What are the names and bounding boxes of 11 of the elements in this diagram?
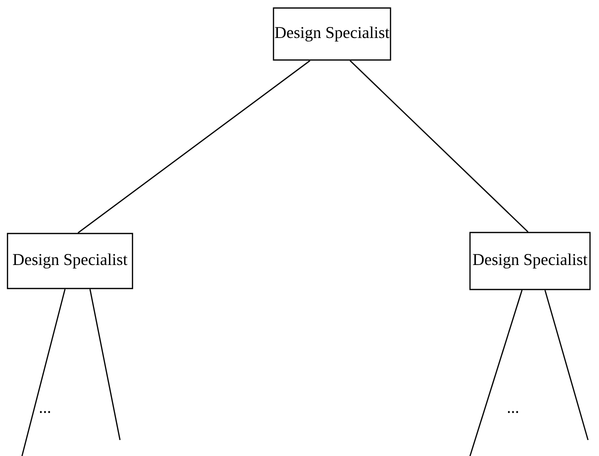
branch-line	[544, 290, 589, 440]
ellipsis-label: ...	[508, 411, 518, 413]
connector-line	[78, 60, 310, 234]
branch-line	[89, 288, 121, 440]
ellipsis-label: ...	[40, 411, 50, 413]
specialist-box: Design Specialist	[469, 232, 591, 290]
specialist-box: Design Specialist	[6, 232, 134, 290]
specialist-box: Design Specialist	[272, 7, 392, 61]
connector-line	[350, 60, 528, 232]
branch-line	[21, 288, 66, 456]
branch-line	[469, 290, 523, 456]
